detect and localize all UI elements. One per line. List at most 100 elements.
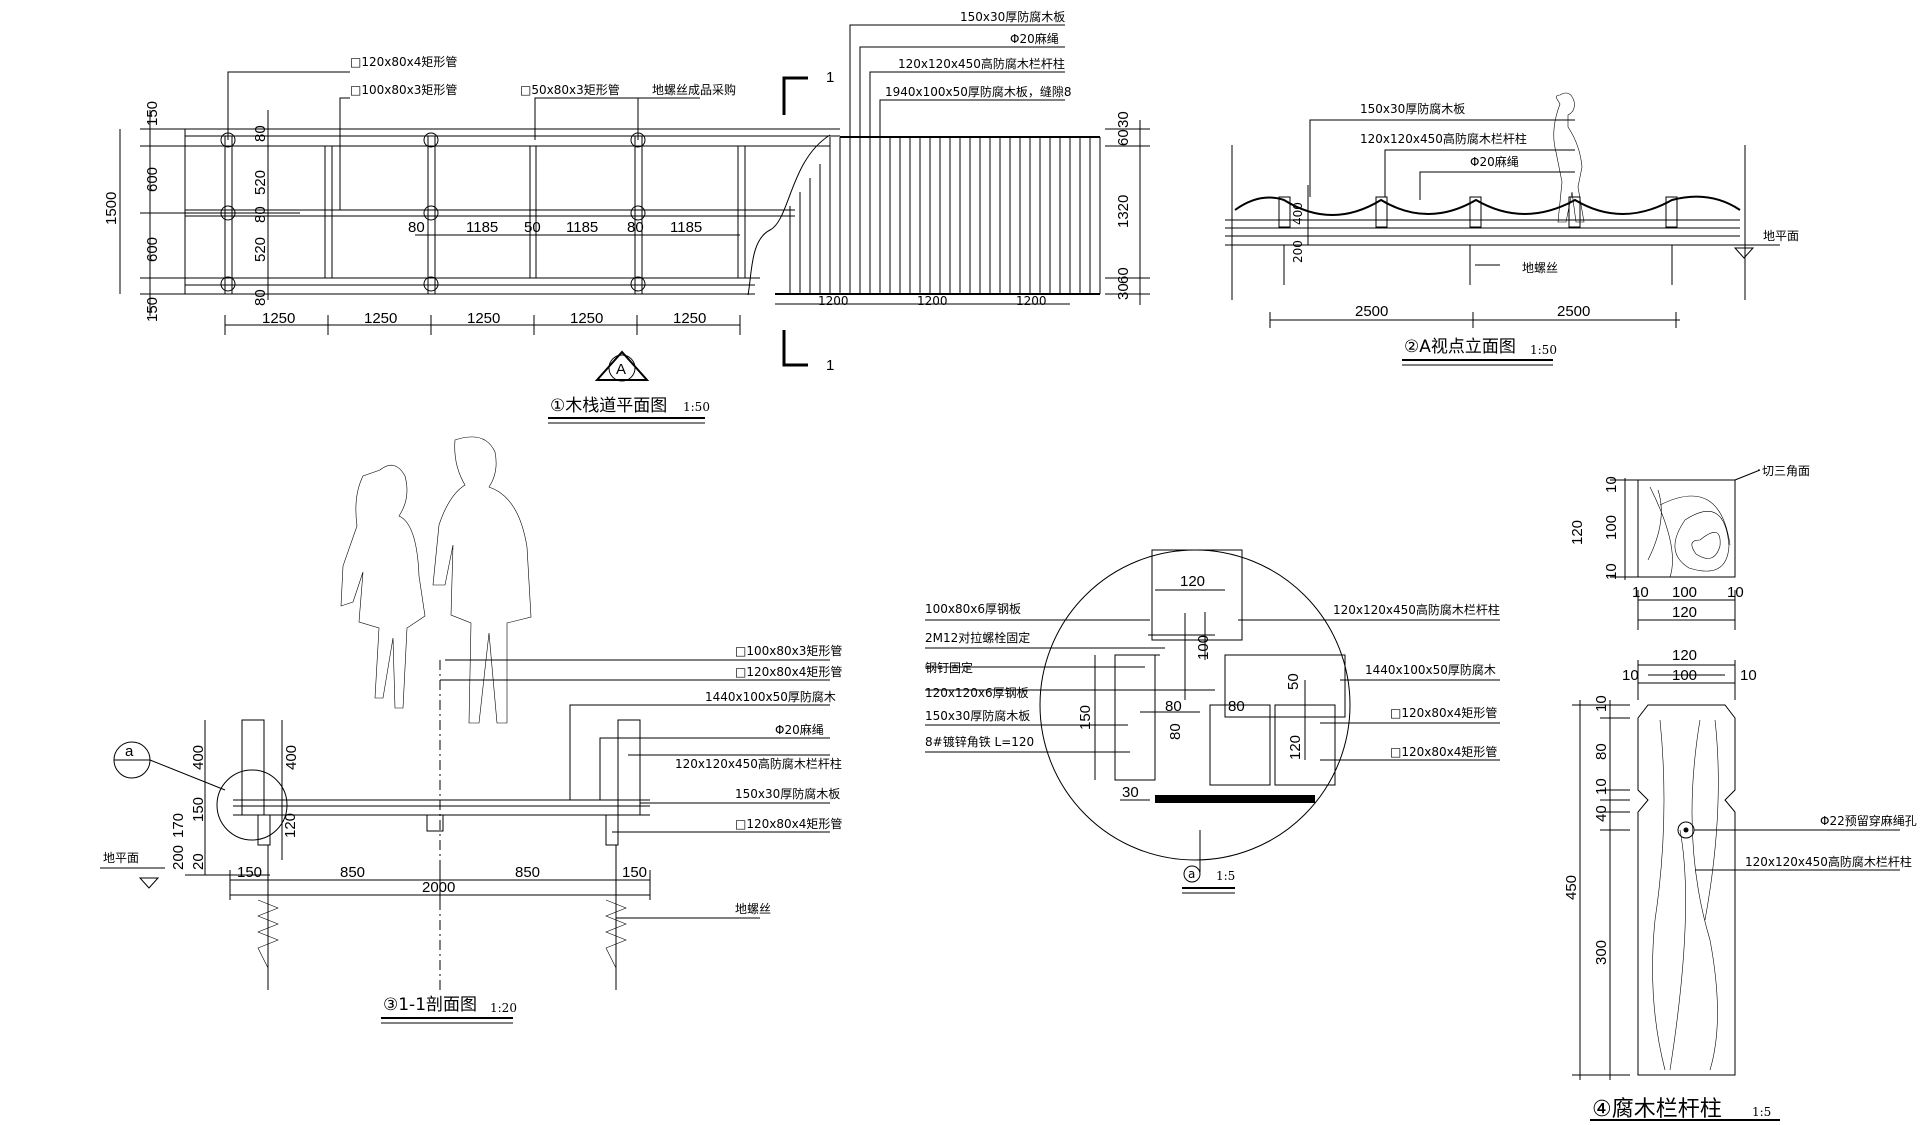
sec-label-rect100: □100x80x3矩形管	[735, 643, 842, 658]
dim-s50: 50	[524, 219, 541, 236]
det-label-angle: 8#镀锌角铁 L=120	[925, 735, 1034, 749]
dim-80c: 80	[252, 289, 269, 306]
section-mark-bottom: 1	[826, 357, 834, 374]
elev-dim-span1: 2500	[1355, 303, 1388, 320]
post-dim-v450: 450	[1563, 875, 1580, 900]
post-dim-v40: 40	[1593, 805, 1610, 822]
sec-label-post: 120x120x450高防腐木栏杆柱	[675, 756, 842, 771]
dim-b2: 1250	[364, 310, 397, 327]
post-dim-v10b: 10	[1593, 778, 1610, 795]
post-dim-t10b: 10	[1603, 563, 1620, 580]
dim-1500: 1500	[103, 192, 120, 225]
det-label-bolt: 2M12对拉螺栓固定	[925, 630, 1030, 645]
elev-dim-span2: 2500	[1557, 303, 1590, 320]
elev-label-screw: 地螺丝	[1522, 261, 1558, 275]
det-dim-80c: 80	[1167, 723, 1184, 740]
post-dim-b120: 120	[1672, 604, 1697, 621]
section-title: ③1-1剖面图	[383, 995, 477, 1015]
det-label-plate2: 120x120x6厚钢板	[925, 686, 1029, 700]
sec-label-board: 150x30厚防腐木板	[735, 786, 840, 801]
detail-view: 100x80x6厚钢板 2M12对拉螺栓固定 钢钉固定 120x120x6厚钢板…	[925, 549, 1500, 894]
det-dim-150: 150	[1077, 705, 1094, 730]
elev-scale: 1:50	[1530, 343, 1557, 357]
post-dim-b10a: 10	[1632, 584, 1649, 601]
dim-r1320: 1320	[1115, 195, 1132, 228]
sec-dim-b850a: 850	[340, 864, 365, 881]
dim-b4: 1250	[570, 310, 603, 327]
dim-s1185a: 1185	[466, 219, 498, 236]
post-dim-e100: 100	[1672, 667, 1697, 684]
dim-b5: 1250	[673, 310, 706, 327]
elev-label-rope: Φ20麻绳	[1470, 154, 1519, 169]
det-dim-120b: 120	[1287, 735, 1304, 760]
plan-label-board: 150x30厚防腐木板	[960, 9, 1065, 24]
plan-label-rect100: □100x80x3矩形管	[350, 82, 457, 97]
post-label-hole: Φ22预留穿麻绳孔	[1820, 813, 1917, 828]
post-dim-v10: 10	[1593, 695, 1610, 712]
det-dim-30: 30	[1122, 784, 1139, 801]
dim-150a: 150	[144, 101, 161, 126]
dim-b1: 1250	[262, 310, 295, 327]
dim-r60b: 60	[1115, 267, 1132, 284]
dim-r30b: 30	[1115, 283, 1132, 300]
plan-label-rect120: □120x80x4矩形管	[350, 54, 457, 69]
det-dim-120: 120	[1180, 573, 1205, 590]
view-mark-a: A	[616, 361, 626, 378]
post-dim-e120: 120	[1672, 647, 1697, 664]
dim-s1185c: 1185	[670, 219, 702, 236]
dim-600a: 600	[144, 167, 161, 192]
section-detail-mark: a	[125, 743, 134, 760]
dim-r30a: 30	[1115, 111, 1132, 128]
post-dim-b10b: 10	[1727, 584, 1744, 601]
plan-label-post: 120x120x450高防腐木栏杆柱	[898, 56, 1065, 71]
post-title: ④腐木栏杆柱	[1592, 1097, 1722, 1122]
sec-dim-b850b: 850	[515, 864, 540, 881]
det-label-recta: □120x80x4矩形管	[1390, 705, 1497, 720]
sec-label-rect120a: □120x80x4矩形管	[735, 664, 842, 679]
post-label-chamfer: 切三角面	[1762, 464, 1810, 478]
post-detail-view: 切三角面 120 10 100 10 10 100 10 120 Φ22预留穿麻…	[1563, 464, 1917, 1122]
plan-view: 1500 150 600 600 150 80 520 80 520 80 80…	[103, 9, 1150, 424]
elevation-view: 150x30厚防腐木板 120x120x450高防腐木栏杆柱 Φ20麻绳 地平面…	[1225, 92, 1799, 366]
det-label-plate: 100x80x6厚钢板	[925, 602, 1021, 616]
plan-label-screw: 地螺丝成品采购	[652, 82, 736, 97]
det-label-wood: 1440x100x50厚防腐木	[1365, 662, 1496, 677]
dim-w1: 1200	[818, 294, 849, 308]
post-dim-v300: 300	[1593, 940, 1610, 965]
plan-label-deck: 1940x100x50厚防腐木板，缝隙8	[885, 84, 1072, 99]
dim-r60: 60	[1115, 129, 1132, 146]
deck-boards	[789, 137, 1091, 294]
dim-s1185b: 1185	[566, 219, 598, 236]
det-label-board: 150x30厚防腐木板	[925, 708, 1030, 723]
post-dim-b100: 100	[1672, 584, 1697, 601]
sec-label-rect120b: □120x80x4矩形管	[735, 816, 842, 831]
dim-80a: 80	[252, 125, 269, 142]
post-dim-e10a: 10	[1622, 667, 1639, 684]
plan-label-rect50: □50x80x3矩形管	[520, 82, 620, 97]
plan-title: ①木栈道平面图	[550, 396, 667, 416]
post-dim-t100: 100	[1603, 515, 1620, 540]
dim-150b: 150	[144, 297, 161, 322]
sec-dim-150: 150	[190, 797, 207, 822]
dim-w3: 1200	[1016, 294, 1047, 308]
elev-title: ②A视点立面图	[1404, 337, 1516, 357]
post-scale: 1:5	[1752, 1105, 1771, 1119]
section-scale: 1:20	[490, 1001, 517, 1015]
section-view: a 400 400 170 150 200 20 120 150 850 850…	[100, 436, 842, 1024]
dim-600b: 600	[144, 237, 161, 262]
elev-label-board: 150x30厚防腐木板	[1360, 101, 1465, 116]
dim-b3: 1250	[467, 310, 500, 327]
sec-dim-200: 200	[170, 845, 187, 870]
sec-dim-400a: 400	[190, 745, 207, 770]
elev-dim-400: 400	[1291, 202, 1305, 225]
person-man	[432, 436, 532, 724]
elev-dim-200: 200	[1291, 240, 1305, 263]
elev-label-ground: 地平面	[1763, 229, 1799, 243]
detail-mark: a	[1188, 867, 1195, 881]
dim-520b: 520	[252, 237, 269, 262]
det-label-rectb: □120x80x4矩形管	[1390, 744, 1497, 759]
det-label-post: 120x120x450高防腐木栏杆柱	[1333, 602, 1500, 617]
sec-label-wood: 1440x100x50厚防腐木	[705, 689, 836, 704]
post-label-post: 120x120x450高防腐木栏杆柱	[1745, 854, 1912, 869]
